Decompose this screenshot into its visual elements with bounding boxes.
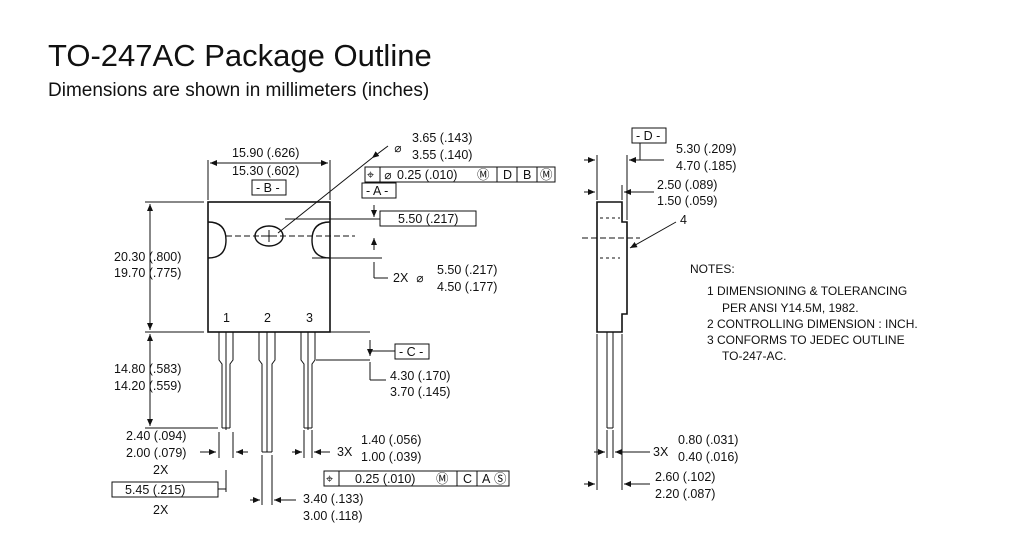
width-min-label: 15.30 (.602): [232, 164, 299, 178]
hole-dia-max-label: 3.65 (.143): [412, 131, 472, 145]
fcf-bottom-value: 0.25 (.010): [355, 472, 415, 486]
center-shoulder-min-label: 3.00 (.118): [303, 509, 363, 523]
fcf-top-ref-2: B: [523, 168, 531, 182]
thickness-min-label: 4.70 (.185): [676, 159, 736, 173]
fcf-top-ref-mmc-icon: Ⓜ: [540, 168, 553, 182]
lead-length-max-label: 14.80 (.583): [114, 362, 181, 376]
standoff-min-label: 2.20 (.087): [655, 487, 715, 501]
datum-b-label: - B -: [256, 181, 280, 195]
lead-width-min-label: 1.00 (.039): [361, 450, 421, 464]
fcf-top-mmc-icon: Ⓜ: [477, 168, 490, 182]
side-lead: [606, 332, 614, 429]
left-notch: [207, 221, 227, 259]
lead-shoulder-max-label: 2.40 (.094): [126, 429, 186, 443]
fcf-bottom-ref-1: C: [463, 472, 472, 486]
lead-width-max-label: 1.40 (.056): [361, 433, 421, 447]
fcf-bottom-ref-2: A: [482, 472, 491, 486]
front-view-labels: 15.90 (.626) 15.30 (.602) - B - - A - ⌀ …: [114, 131, 553, 523]
note-callout-label: 4: [680, 213, 687, 227]
notch-max-label: 5.50 (.217): [437, 263, 497, 277]
fcf-top-value: 0.25 (.010): [397, 168, 457, 182]
lead-1: [218, 332, 234, 430]
shoulder-min-label: 3.70 (.145): [390, 385, 450, 399]
note-line-1: 1 DIMENSIONING & TOLERANCING: [707, 284, 907, 298]
datum-c-label: - C -: [399, 345, 423, 359]
notes-block: NOTES: 1 DIMENSIONING & TOLERANCING PER …: [690, 262, 918, 363]
hole-offset-label: 5.50 (.217): [398, 212, 458, 226]
front-view: [111, 145, 556, 505]
notes-heading: NOTES:: [690, 262, 735, 276]
lead-3: [300, 332, 316, 430]
lead-thickness-min-label: 0.40 (.016): [678, 450, 738, 464]
page-title: TO-247AC Package Outline: [48, 38, 432, 73]
shoulder-max-label: 4.30 (.170): [390, 369, 450, 383]
hole-dia-min-label: 3.55 (.140): [412, 148, 472, 162]
pitch-label: 5.45 (.215): [125, 483, 185, 497]
page-subtitle: Dimensions are shown in millimeters (inc…: [48, 80, 430, 101]
side-view: [582, 127, 677, 490]
pin-1-label: 1: [223, 311, 230, 325]
width-max-label: 15.90 (.626): [232, 146, 299, 160]
fcf-bottom-position-icon: ⌖: [326, 472, 334, 486]
note-line-5: TO-247-AC.: [722, 349, 786, 363]
center-shoulder-max-label: 3.40 (.133): [303, 492, 363, 506]
pitch-count-label: 2X: [153, 503, 169, 517]
lead-thickness-max-label: 0.80 (.031): [678, 433, 738, 447]
lead-shoulder-count-label: 2X: [153, 463, 169, 477]
notch-count-label: 2X: [393, 271, 409, 285]
side-view-labels: - D - 5.30 (.209) 4.70 (.185) 2.50 (.089…: [636, 129, 738, 501]
hole-dia-symbol: ⌀: [394, 141, 402, 155]
fcf-bottom-mmc-icon: Ⓜ: [436, 472, 449, 486]
datum-a-label: - A -: [366, 184, 388, 198]
lead-width-count-label: 3X: [337, 445, 353, 459]
datum-d-label: - D -: [636, 129, 660, 143]
pin-2-label: 2: [264, 311, 271, 325]
right-notch: [311, 221, 331, 259]
fcf-top-dia-symbol: ⌀: [384, 168, 392, 182]
standoff-max-label: 2.60 (.102): [655, 470, 715, 484]
package-body: [207, 201, 331, 333]
lead-thickness-count-label: 3X: [653, 445, 669, 459]
fcf-bottom-rfs-icon: Ⓢ: [494, 472, 507, 486]
body-height-max-label: 20.30 (.800): [114, 250, 181, 264]
note-line-4: 3 CONFORMS TO JEDEC OUTLINE: [707, 333, 905, 347]
notch-min-label: 4.50 (.177): [437, 280, 497, 294]
lead-2: [258, 332, 276, 453]
side-body: [596, 201, 628, 333]
lead-shoulder-min-label: 2.00 (.079): [126, 446, 186, 460]
notch-dia-symbol: ⌀: [416, 271, 424, 285]
note-line-2: PER ANSI Y14.5M, 1982.: [722, 301, 859, 315]
thickness-max-label: 5.30 (.209): [676, 142, 736, 156]
pin-3-label: 3: [306, 311, 313, 325]
lead-length-min-label: 14.20 (.559): [114, 379, 181, 393]
fcf-top-position-icon: ⌖: [367, 168, 375, 182]
fcf-top-ref-1: D: [503, 168, 512, 182]
note-line-3: 2 CONTROLLING DIMENSION : INCH.: [707, 317, 918, 331]
body-height-min-label: 19.70 (.775): [114, 266, 181, 280]
tab-thickness-max-label: 2.50 (.089): [657, 178, 717, 192]
tab-thickness-min-label: 1.50 (.059): [657, 194, 717, 208]
